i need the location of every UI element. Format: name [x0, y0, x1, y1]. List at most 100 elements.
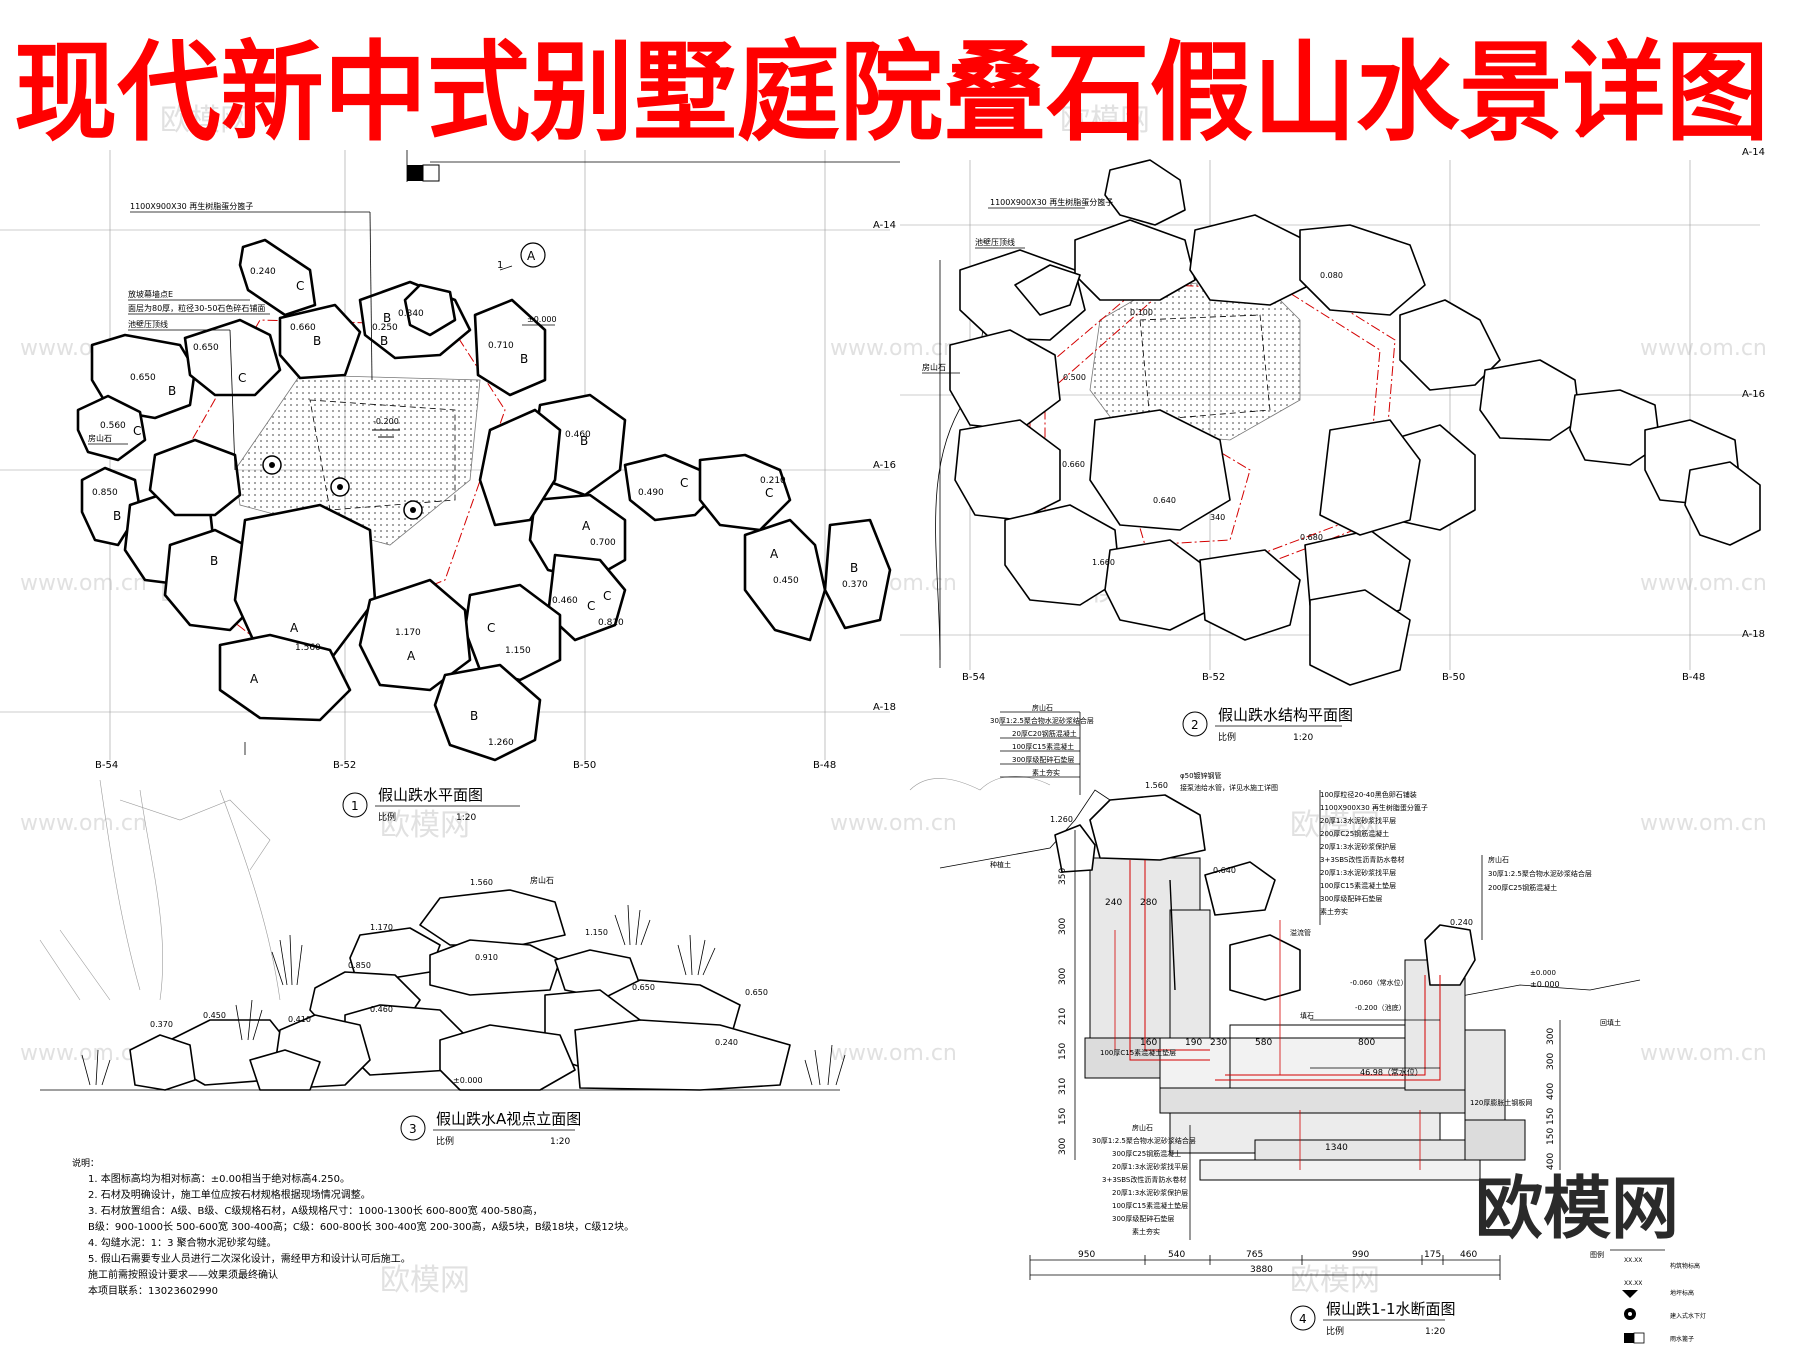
svg-text:A: A [290, 621, 299, 635]
svg-text:4. 勾缝水泥：1：3 聚合物水泥砂浆勾缝。: 4. 勾缝水泥：1：3 聚合物水泥砂浆勾缝。 [88, 1236, 277, 1249]
svg-text:1.560: 1.560 [295, 643, 321, 653]
sec4-legend: 图例 XX.XX 构筑物标高 XX.XX 地坪标高 建入式水下灯 雨水篦子 [1590, 1249, 1706, 1344]
svg-text:3+3SBS改性沥青防水卷材: 3+3SBS改性沥青防水卷材 [1102, 1175, 1186, 1184]
svg-text:200厚C25钢筋混凝土: 200厚C25钢筋混凝土 [1320, 829, 1389, 838]
svg-text:240: 240 [1105, 898, 1122, 908]
svg-text:3: 3 [409, 1122, 417, 1136]
svg-text:3. 石材放置组合：A级、B级、C级规格石材，A级规格尺寸：: 3. 石材放置组合：A级、B级、C级规格石材，A级规格尺寸：1000-1300长… [88, 1204, 543, 1217]
svg-text:A: A [407, 649, 416, 663]
svg-text:接泵池给水管，详见水施工详图: 接泵池给水管，详见水施工详图 [1180, 783, 1278, 792]
svg-text:20厚1:3水泥砂浆保护层: 20厚1:3水泥砂浆保护层 [1320, 842, 1396, 851]
svg-text:房山石: 房山石 [1032, 703, 1053, 712]
svg-text:200厚C25钢筋混凝土: 200厚C25钢筋混凝土 [1488, 883, 1557, 892]
svg-text:雨水篦子: 雨水篦子 [1670, 1335, 1694, 1343]
svg-text:0.240: 0.240 [1450, 918, 1473, 927]
svg-text:本项目联系：13023602990: 本项目联系：13023602990 [88, 1284, 218, 1297]
svg-text:1:20: 1:20 [1293, 733, 1313, 743]
sec4-layer-notes-left: 房山石 30厚1:2.5聚合物水泥砂浆结合层 20厚C20钢筋混凝土 100厚C… [990, 703, 1094, 795]
svg-text:0.460: 0.460 [370, 1005, 393, 1014]
svg-text:300厚级配碎石垫层: 300厚级配碎石垫层 [1320, 894, 1382, 903]
sec4-layer-notes-bottom: 房山石 30厚1:2.5聚合物水泥砂浆结合层 300厚C25钢筋混凝土 20厚1… [1092, 1123, 1196, 1240]
rock-label: 1.560 A [290, 621, 321, 653]
svg-text:房山石: 房山石 [922, 362, 946, 372]
svg-text:20厚1:3水泥砂浆保护层: 20厚1:3水泥砂浆保护层 [1112, 1188, 1188, 1197]
svg-text:A-14: A-14 [873, 220, 896, 231]
sec4-elevations: 1.560 1.260 0.640 0.240 46.98（常水位） ±0.00… [1050, 781, 1560, 1077]
sec4-layer-notes-right: 房山石 30厚1:2.5聚合物水泥砂浆结合层 200厚C25钢筋混凝土 [1481, 855, 1592, 940]
svg-text:房山石: 房山石 [530, 875, 554, 885]
svg-text:150: 150 [1058, 1108, 1068, 1125]
svg-text:1:20: 1:20 [1425, 1327, 1445, 1337]
svg-text:www.om.cn: www.om.cn [20, 1041, 147, 1066]
elev3-rocks [129, 889, 791, 1091]
svg-text:C: C [487, 621, 495, 635]
svg-text:房山石: 房山石 [1488, 855, 1509, 864]
svg-text:欧模网: 欧模网 [1060, 103, 1150, 138]
svg-text:素土夯实: 素土夯实 [1320, 907, 1348, 916]
svg-text:图例: 图例 [1590, 1250, 1604, 1259]
svg-text:比例: 比例 [436, 1135, 454, 1147]
sec4-dim-bottom: 950 540 765 990 175 460 3880 [1029, 1250, 1501, 1280]
svg-text:1: 1 [351, 799, 359, 813]
svg-text:A: A [582, 519, 591, 533]
svg-text:B: B [470, 709, 478, 723]
svg-text:0.850: 0.850 [92, 488, 118, 498]
svg-text:190: 190 [1185, 1038, 1202, 1048]
svg-text:120厚膨胀土钢板网: 120厚膨胀土钢板网 [1470, 1098, 1532, 1107]
svg-text:1.560: 1.560 [1145, 781, 1168, 790]
rock-label: 0.810 C [598, 589, 624, 628]
svg-text:800: 800 [1358, 1038, 1375, 1048]
svg-text:0.680: 0.680 [1300, 533, 1323, 542]
svg-text:0.810: 0.810 [598, 618, 624, 628]
elev3-grass [81, 904, 846, 1086]
svg-text:300厚级配碎石垫层: 300厚级配碎石垫层 [1112, 1214, 1174, 1223]
svg-text:房山石: 房山石 [1132, 1123, 1153, 1132]
svg-text:0.210: 0.210 [760, 476, 786, 486]
svg-text:0.650: 0.650 [130, 373, 156, 383]
svg-text:B-48: B-48 [813, 760, 836, 771]
svg-text:房山石: 房山石 [88, 433, 112, 443]
plan2-rocks [949, 159, 1761, 686]
sec4-dim-right: 300 300 400 150 150 400 [1546, 1020, 1561, 1170]
svg-text:比例: 比例 [1218, 731, 1236, 743]
svg-text:欧模网: 欧模网 [1290, 808, 1380, 843]
svg-text:www.om.cn: www.om.cn [1640, 811, 1767, 836]
sec4-layer-notes-mid: 100厚粒径20-40黑色卵石铺装 1100X900X30 再生树脂蛋分篦子 2… [1319, 790, 1428, 925]
svg-text:990: 990 [1352, 1250, 1369, 1260]
svg-text:C: C [587, 599, 595, 613]
section-4: 350 300 300 210 150 310 150 300 300 300 … [909, 703, 1706, 1344]
svg-text:A: A [527, 249, 536, 263]
svg-text:20厚1:3水泥砂浆找平层: 20厚1:3水泥砂浆找平层 [1112, 1162, 1188, 1171]
svg-text:0.660: 0.660 [290, 323, 316, 333]
svg-text:B: B [383, 311, 391, 325]
svg-text:假山跌1-1水断面图: 假山跌1-1水断面图 [1326, 1300, 1456, 1318]
plan1-rocks [76, 238, 892, 762]
svg-text:2. 石材及明确设计，施工单位应按石材规格根据现场情况调整。: 2. 石材及明确设计，施工单位应按石材规格根据现场情况调整。 [88, 1188, 371, 1201]
svg-text:210: 210 [1058, 1008, 1068, 1025]
svg-text:0.370: 0.370 [150, 1020, 173, 1029]
svg-text:1100X900X30 再生树脂蛋分篦子: 1100X900X30 再生树脂蛋分篦子 [130, 201, 253, 211]
svg-text:B: B [580, 434, 588, 448]
svg-text:C: C [603, 589, 611, 603]
svg-text:φ50镀锌钢管: φ50镀锌钢管 [1180, 771, 1222, 780]
svg-text:假山跌水A视点立面图: 假山跌水A视点立面图 [436, 1110, 581, 1128]
svg-text:池壁压顶线: 池壁压顶线 [975, 237, 1015, 247]
svg-text:面层为80厚，粒径30-50石色碎石铺面: 面层为80厚，粒径30-50石色碎石铺面 [128, 303, 265, 313]
svg-text:0.850: 0.850 [348, 961, 371, 970]
svg-text:0.650: 0.650 [193, 343, 219, 353]
plan-1: A-14 A-16 A-18 B-54 B-52 B-50 B-48 A 1 [0, 150, 900, 823]
svg-text:0.250: 0.250 [372, 323, 398, 333]
svg-text:XX.XX: XX.XX [1624, 1280, 1642, 1287]
svg-text:1.150: 1.150 [585, 928, 608, 937]
svg-text:欧模网: 欧模网 [380, 1263, 470, 1298]
